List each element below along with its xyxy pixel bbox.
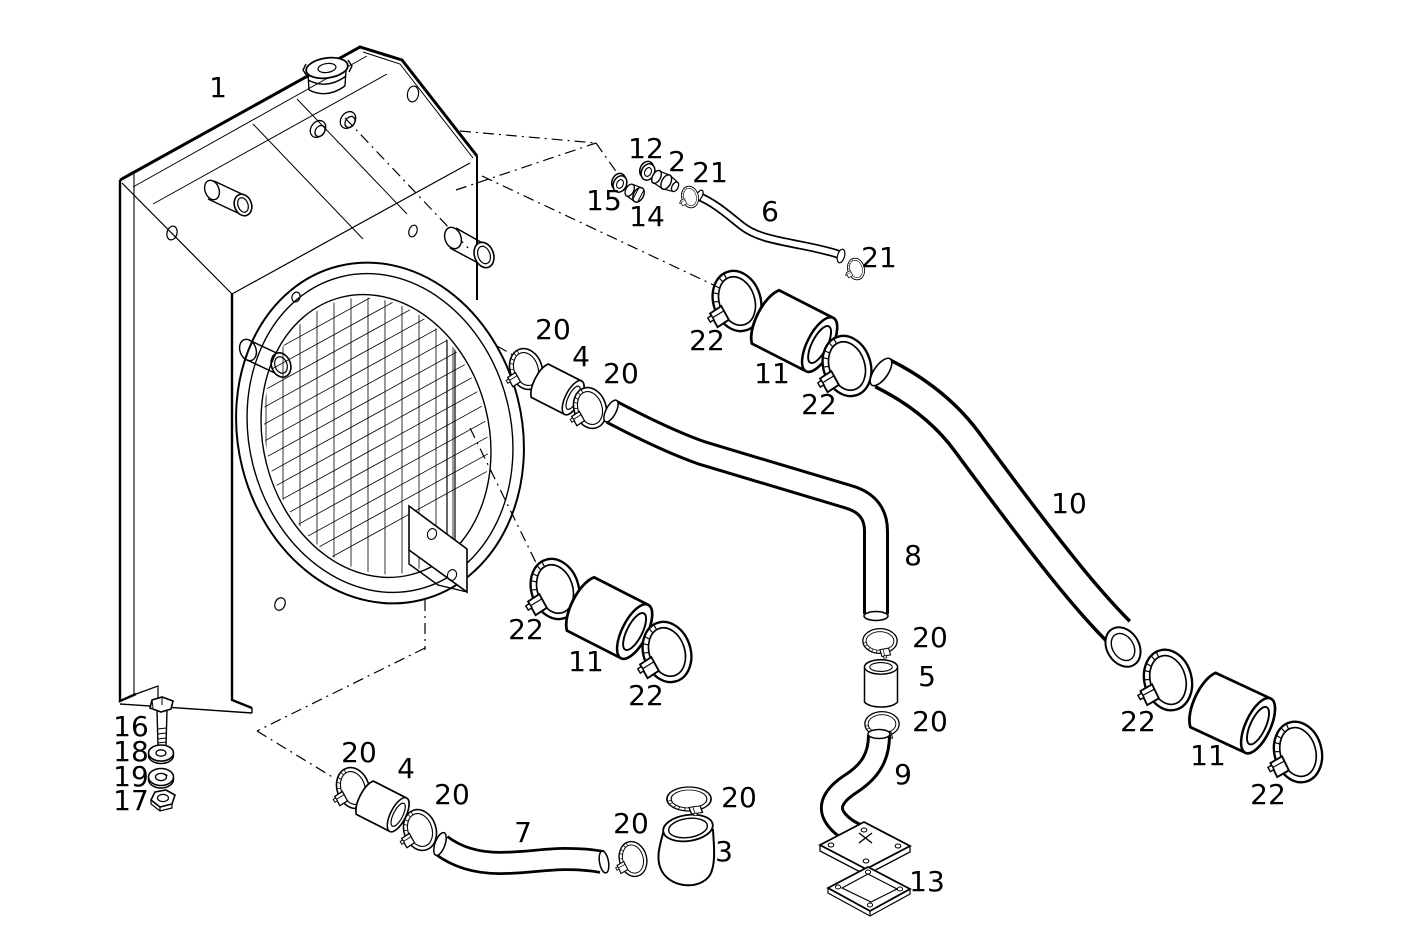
part-label-12: 12 — [628, 132, 664, 165]
part-label-18: 18 — [113, 735, 149, 768]
part-label-20: 20 — [721, 781, 757, 814]
part-label-20: 20 — [603, 357, 639, 390]
part-label-22: 22 — [1250, 778, 1286, 811]
hose-clamp-20 — [862, 627, 898, 660]
part-label-13: 13 — [909, 865, 945, 898]
pipe-stub-right — [443, 226, 495, 269]
plug-14 — [624, 183, 645, 203]
part-label-20: 20 — [912, 621, 948, 654]
part-label-22: 22 — [1120, 705, 1156, 738]
part-label-22: 22 — [508, 613, 544, 646]
part-label-21: 21 — [692, 156, 728, 189]
part-label-20: 20 — [535, 313, 571, 346]
part-label-3: 3 — [715, 835, 733, 868]
part-label-20: 20 — [912, 705, 948, 738]
part-label-19: 19 — [113, 760, 149, 793]
part-label-1: 1 — [209, 71, 227, 104]
pipe-9 — [818, 728, 912, 876]
hose-6 — [694, 189, 846, 264]
radiator-top-edge — [119, 45, 479, 182]
lock-washer-19 — [147, 767, 175, 789]
part-label-4: 4 — [397, 752, 415, 785]
part-label-22: 22 — [801, 388, 837, 421]
part-label-20: 20 — [434, 778, 470, 811]
hose-10 — [869, 357, 1142, 668]
part-label-21: 21 — [861, 241, 897, 274]
bolt-holes — [166, 85, 420, 611]
part-label-5: 5 — [918, 660, 936, 693]
part-label-14: 14 — [629, 200, 665, 233]
pipe-stub-left — [238, 338, 292, 378]
part-label-6: 6 — [761, 195, 779, 228]
part-label-7: 7 — [514, 816, 532, 849]
mounting-bracket — [408, 504, 468, 594]
part-label-8: 8 — [904, 539, 922, 572]
elbow-hose-3 — [657, 813, 716, 887]
part-label-10: 10 — [1051, 487, 1087, 520]
filler-cap — [302, 56, 353, 95]
part-label-15: 15 — [586, 184, 622, 217]
fitting-2 — [650, 169, 680, 193]
hose-clamp-20 — [666, 786, 712, 817]
hose-8 — [603, 399, 889, 622]
hose-sleeve-5 — [863, 658, 899, 708]
gasket-13 — [826, 865, 912, 917]
part-label-2: 2 — [668, 145, 686, 178]
radiator-left-plate — [118, 180, 137, 703]
nut-17 — [149, 789, 176, 812]
hose-7 — [433, 831, 610, 876]
part-label-16: 16 — [113, 710, 149, 743]
part-label-20: 20 — [341, 736, 377, 769]
radiator-front-edge — [230, 294, 253, 710]
part-label-17: 17 — [113, 784, 149, 817]
part-labels: 1 12 2 21 15 14 6 21 20 4 20 22 11 22 10… — [113, 71, 1286, 898]
part-label-20: 20 — [613, 807, 649, 840]
part-label-22: 22 — [689, 324, 725, 357]
assembly-axis-lines — [256, 117, 738, 779]
part-label-4: 4 — [572, 340, 590, 373]
part-label-9: 9 — [894, 758, 912, 791]
part-label-22: 22 — [628, 679, 664, 712]
bolt-16 — [149, 696, 174, 749]
part-label-11: 11 — [568, 645, 604, 678]
washer-18 — [147, 744, 175, 765]
top-face-holes — [309, 110, 357, 139]
hose-clamp-20 — [609, 837, 652, 882]
part-label-11: 11 — [1190, 739, 1226, 772]
radiator-assembly — [118, 45, 525, 714]
fan-shroud-ring — [235, 261, 525, 605]
pipe-stub-top — [203, 179, 253, 217]
part-label-11: 11 — [754, 357, 790, 390]
